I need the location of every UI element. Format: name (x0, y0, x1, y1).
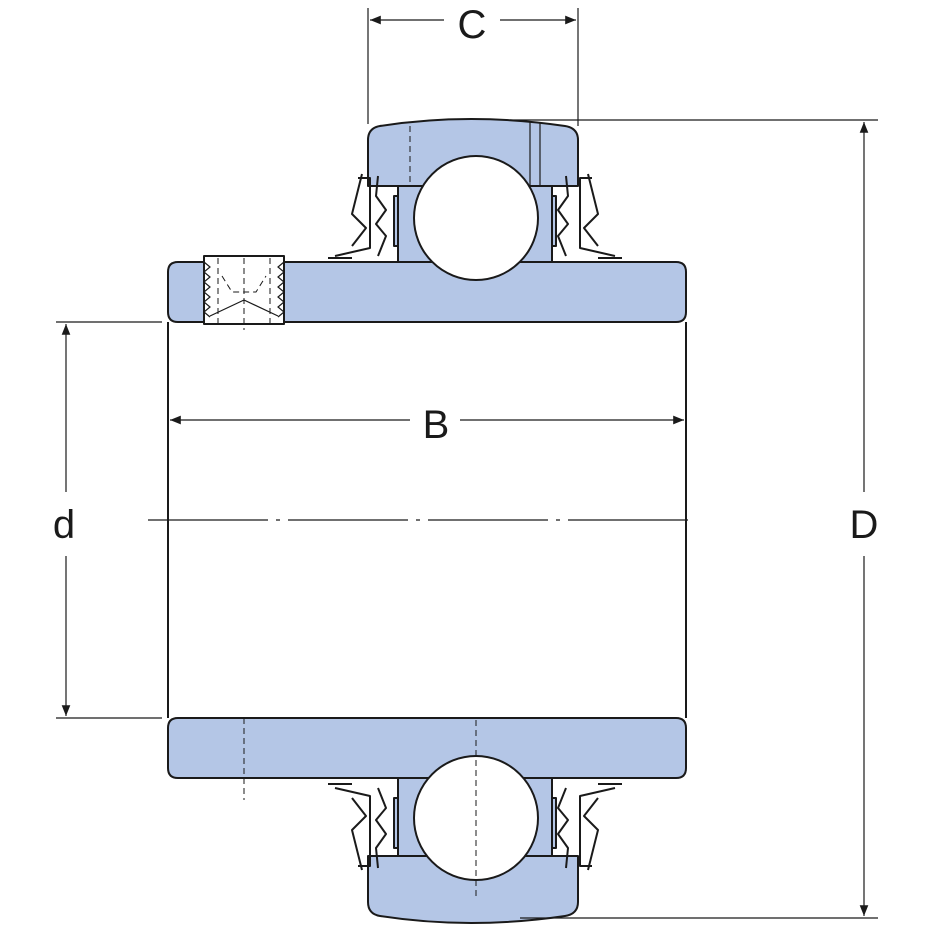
dimension-label-b: B (423, 403, 450, 447)
seal-top-left (328, 173, 399, 259)
seal-bottom-right (551, 783, 622, 871)
dimension-d-bore: d (53, 321, 162, 719)
ball-top (413, 155, 539, 281)
dimension-label-c: C (458, 3, 487, 47)
seal-bottom-left (328, 783, 399, 871)
set-screw (203, 255, 285, 330)
outer-ring-bottom (367, 855, 579, 924)
dimension-d-outer: D (510, 119, 879, 919)
dimension-c: C (367, 3, 579, 126)
dimension-b: B (170, 403, 684, 447)
dimension-label-D: D (850, 503, 879, 547)
dimension-label-d: d (53, 503, 75, 547)
outer-ring-top (367, 118, 579, 187)
seal-top-right (551, 173, 622, 259)
